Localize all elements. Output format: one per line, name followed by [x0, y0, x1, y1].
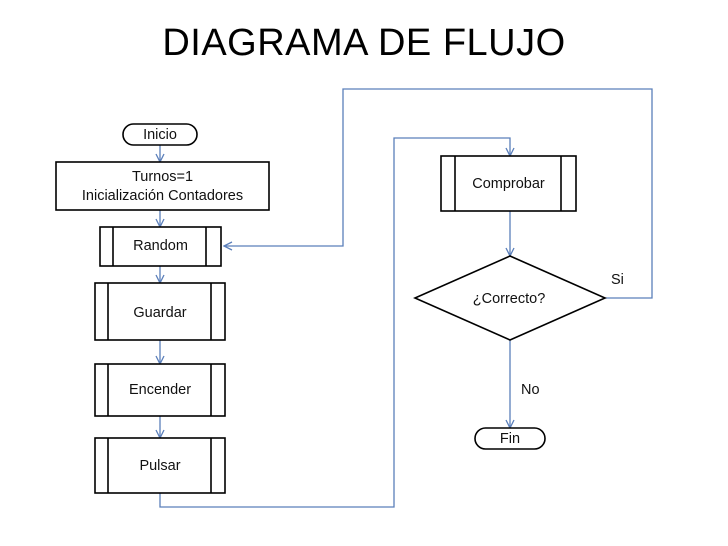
no-edge-label: No — [521, 382, 540, 398]
inicio-terminator — [122, 123, 198, 146]
inicio-label: Inicio — [143, 127, 177, 143]
guardar-subprocess-box — [94, 282, 226, 341]
pulsar-label: Pulsar — [139, 458, 181, 474]
comprobar-subprocess-box — [440, 155, 577, 212]
guardar-label: Guardar — [133, 305, 187, 321]
turnos-label: Turnos=1 — [131, 169, 194, 185]
encender-subprocess-box — [94, 363, 226, 417]
random-subprocess-box — [99, 226, 222, 267]
edge-correcto-si-loop — [224, 88, 653, 299]
fin-terminator — [474, 427, 546, 450]
inicializacion-label: Inicialización Contadores — [81, 188, 244, 204]
correcto-decision-diamond — [413, 255, 607, 341]
random-label: Random — [133, 238, 188, 254]
pulsar-subprocess-box — [94, 437, 226, 494]
si-edge-label: Si — [611, 272, 624, 288]
correcto-label: ¿Correcto? — [472, 291, 546, 307]
encender-label: Encender — [128, 382, 192, 398]
turnos-process-box — [55, 161, 270, 211]
comprobar-label: Comprobar — [472, 176, 545, 192]
fin-label: Fin — [499, 431, 521, 447]
diagram-title: DIAGRAMA DE FLUJO — [162, 22, 566, 64]
edge-pulsar-comprobar — [159, 137, 510, 508]
